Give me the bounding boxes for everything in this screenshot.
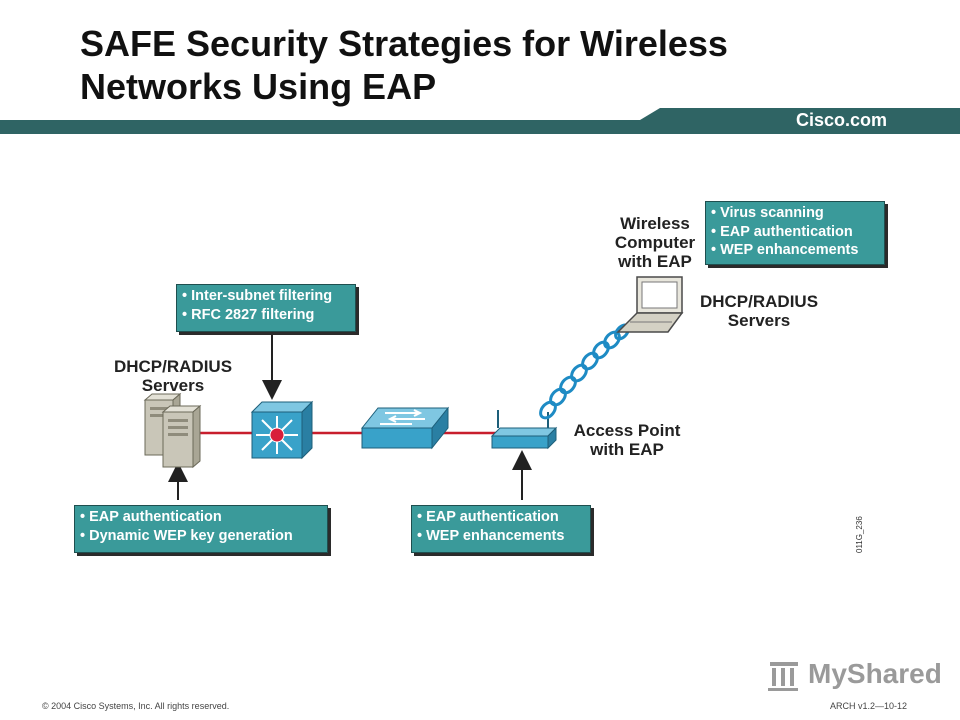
workgroup-switch-icon (360, 406, 450, 450)
label-line: DHCP/RADIUS (113, 357, 233, 376)
callout-item: RFC 2827 filtering (182, 306, 350, 325)
callout-item: WEP enhancements (711, 241, 879, 260)
callout-servers: EAP authentication Dynamic WEP key gener… (74, 505, 328, 553)
label-line: Access Point (573, 421, 681, 440)
callout-l3switch: Inter-subnet filtering RFC 2827 filterin… (176, 284, 356, 332)
label-line: Servers (727, 311, 791, 330)
copyright: © 2004 Cisco Systems, Inc. All rights re… (42, 701, 230, 711)
cisco-brand: Cisco.com (796, 110, 888, 130)
figure-code: 011G_236 (855, 516, 864, 553)
callout-item: EAP authentication (80, 508, 322, 527)
callout-item: WEP enhancements (417, 527, 585, 546)
label-line: with EAP (590, 440, 664, 459)
callout-accesspoint: EAP authentication WEP enhancements (411, 505, 591, 553)
myshared-logo-icon (768, 662, 798, 691)
multilayer-switch-icon (250, 400, 314, 460)
label-wireless-computer: Wireless Computer with EAP (600, 214, 710, 271)
label-dhcp-right: DHCP/RADIUS Servers (684, 292, 834, 330)
callout-item: Dynamic WEP key generation (80, 527, 322, 546)
watermark-logo: MyShared (808, 658, 942, 689)
label-line: Computer (614, 233, 696, 252)
access-point-icon (490, 410, 558, 450)
label-line: Wireless (620, 214, 690, 233)
slide-number: ARCH v1.2—10-12 (830, 701, 908, 711)
callout-item: EAP authentication (417, 508, 585, 527)
callout-wireless: Virus scanning EAP authentication WEP en… (705, 201, 885, 265)
label-line: with EAP (618, 252, 692, 271)
server-icon (143, 392, 202, 469)
laptop-icon (616, 276, 684, 333)
header-banner (0, 108, 960, 134)
label-access-point: Access Point with EAP (562, 421, 692, 459)
label-line: Servers (141, 376, 205, 395)
label-line: DHCP/RADIUS (699, 292, 819, 311)
callout-item: Inter-subnet filtering (182, 287, 350, 306)
callout-item: EAP authentication (711, 223, 879, 242)
callout-item: Virus scanning (711, 204, 879, 223)
slide-title: SAFE Security Strategies for Wireless Ne… (80, 23, 728, 107)
wireless-signal-icon (539, 323, 630, 420)
label-dhcp-left: DHCP/RADIUS Servers (98, 357, 248, 395)
